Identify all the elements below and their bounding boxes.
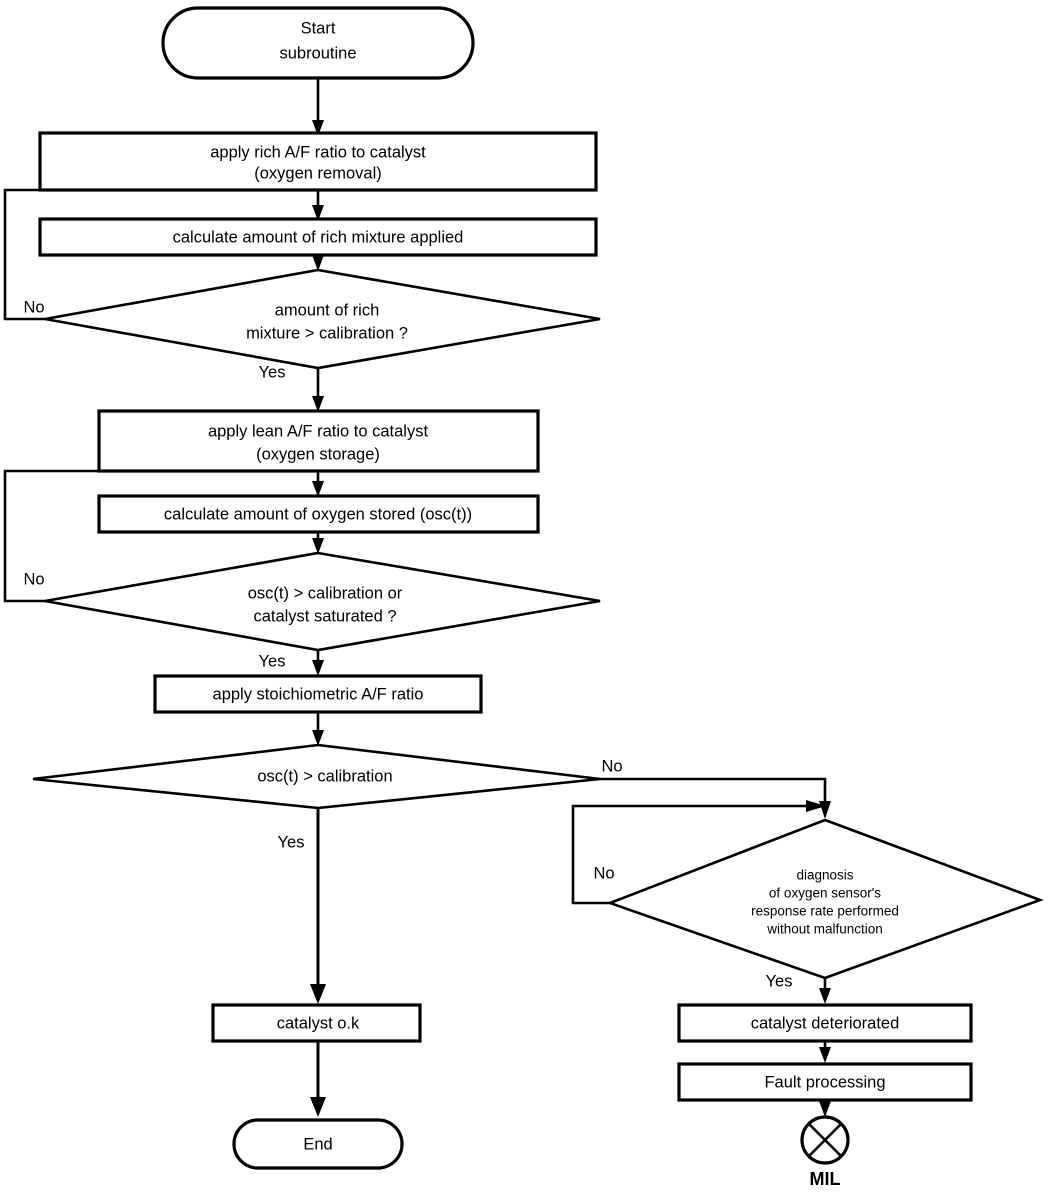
node-fault-processing-line1: Fault processing — [764, 1073, 885, 1091]
edge-deteriorated-to-fault — [819, 1041, 831, 1063]
edge-label-osc-cal-yes: Yes — [278, 833, 305, 851]
node-calc-rich[interactable]: calculate amount of rich mixture applied — [38, 217, 598, 257]
edge-diagnosis-yes — [819, 978, 831, 1004]
node-calc-rich-line1: calculate amount of rich mixture applied — [173, 228, 464, 246]
node-end[interactable]: End — [232, 1118, 404, 1170]
node-apply-rich[interactable]: apply rich A/F ratio to catalyst (oxygen… — [38, 131, 598, 192]
node-calc-osc-line1: calculate amount of oxygen stored (osc(t… — [164, 505, 472, 523]
node-end-line1: End — [303, 1135, 332, 1153]
edge-calc-osc-to-decide-osc-sat — [312, 532, 324, 554]
edge-label-osc-sat-no: No — [23, 570, 44, 588]
node-apply-lean-line1: apply lean A/F ratio to catalyst — [208, 422, 429, 440]
node-decide-diagnosis-line2: of oxygen sensor's — [769, 886, 881, 901]
node-apply-lean[interactable]: apply lean A/F ratio to catalyst (oxygen… — [97, 409, 540, 473]
edge-calc-rich-to-decide-rich — [312, 255, 324, 271]
node-apply-lean-line2: (oxygen storage) — [256, 445, 380, 463]
node-mil-label: MIL — [810, 1169, 841, 1189]
edge-catalyst-ok-to-end — [310, 1041, 326, 1117]
node-decide-osc-cal-line1: osc(t) > calibration — [257, 767, 392, 785]
edge-decide-rich-yes — [312, 368, 324, 412]
node-apply-stoich-line1: apply stoichiometric A/F ratio — [213, 685, 424, 703]
edge-apply-lean-to-calc-osc — [312, 471, 324, 497]
node-decide-rich-line2: mixture > calibration ? — [246, 324, 408, 342]
edge-decide-osc-cal-no — [600, 777, 831, 819]
node-mil[interactable]: MIL — [800, 1115, 850, 1189]
edge-decide-osc-sat-no-loop — [3, 469, 100, 603]
edge-decide-osc-cal-yes — [310, 808, 326, 1004]
edge-diagnosis-no-loop — [571, 800, 826, 905]
node-decide-diagnosis-line4: without malfunction — [766, 922, 883, 937]
node-decide-osc-cal[interactable]: osc(t) > calibration — [32, 743, 601, 810]
node-apply-rich-line2: (oxygen removal) — [254, 164, 381, 182]
node-calc-osc[interactable]: calculate amount of oxygen stored (osc(t… — [97, 494, 540, 534]
node-decide-diagnosis[interactable]: diagnosis of oxygen sensor's response ra… — [606, 818, 1044, 980]
node-decide-osc-sat-line2: catalyst saturated ? — [253, 607, 396, 625]
edge-label-osc-cal-no: No — [601, 757, 622, 775]
node-decide-rich-line1: amount of rich — [275, 301, 380, 319]
node-catalyst-ok-line1: catalyst o.k — [277, 1014, 360, 1032]
edge-label-rich-no: No — [23, 298, 44, 316]
edge-label-osc-sat-yes: Yes — [259, 652, 286, 670]
edge-apply-rich-to-calc-rich — [312, 190, 324, 221]
node-catalyst-deteriorated-line1: catalyst deteriorated — [751, 1014, 900, 1032]
edge-label-diagnosis-no: No — [593, 864, 614, 882]
node-decide-diagnosis-line1: diagnosis — [796, 868, 853, 883]
node-start[interactable]: Start subroutine — [161, 6, 475, 80]
node-fault-processing[interactable]: Fault processing — [677, 1062, 973, 1102]
node-catalyst-ok[interactable]: catalyst o.k — [211, 1003, 422, 1043]
node-decide-osc-sat-line1: osc(t) > calibration or — [248, 584, 403, 602]
node-start-line2: subroutine — [279, 44, 356, 62]
node-apply-rich-line1: apply rich A/F ratio to catalyst — [210, 143, 426, 161]
node-decide-rich[interactable]: amount of rich mixture > calibration ? — [44, 268, 601, 370]
node-decide-osc-sat[interactable]: osc(t) > calibration or catalyst saturat… — [44, 551, 601, 652]
edge-start-to-apply-rich — [312, 78, 324, 136]
edge-label-rich-yes: Yes — [259, 363, 286, 381]
edge-decide-rich-no-loop — [3, 188, 45, 321]
node-apply-stoich[interactable]: apply stoichiometric A/F ratio — [153, 674, 483, 714]
node-catalyst-deteriorated[interactable]: catalyst deteriorated — [677, 1003, 973, 1043]
node-decide-diagnosis-line3: response rate performed — [751, 904, 899, 919]
edge-fault-to-mil — [819, 1100, 831, 1117]
edge-apply-stoich-to-decide-osc-cal — [312, 711, 324, 746]
edge-decide-osc-sat-yes — [312, 650, 324, 676]
node-start-line1: Start — [301, 19, 336, 37]
edge-label-diagnosis-yes: Yes — [766, 972, 793, 990]
